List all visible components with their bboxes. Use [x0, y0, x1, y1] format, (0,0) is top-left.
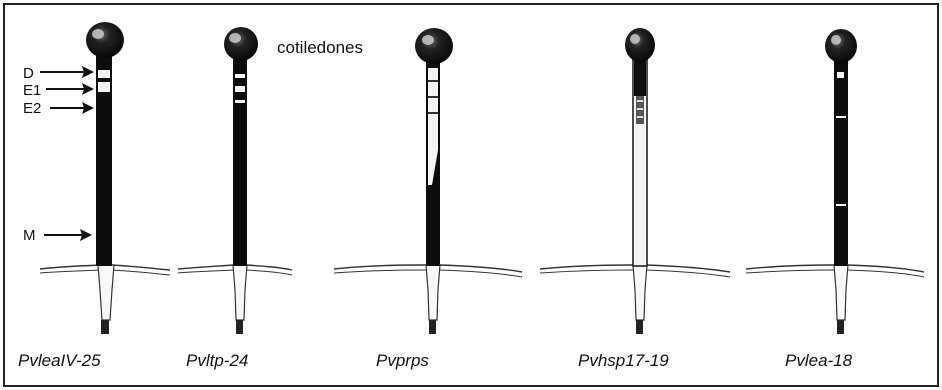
root-main: [233, 265, 247, 320]
seedling-name-pvleaiv-25: PvleaIV-25: [18, 351, 101, 370]
stipple: [637, 108, 643, 110]
cotyledon-highlight: [92, 29, 104, 39]
root-tip: [236, 320, 243, 334]
cotyledon-highlight: [229, 33, 241, 43]
band: [235, 100, 245, 103]
seedling-pvleaiv-25: [40, 22, 170, 334]
seedling-name-pvprps: Pvprps: [376, 351, 429, 370]
stipple: [637, 100, 643, 102]
stipple: [637, 116, 643, 118]
seedling-name-pvltp-24: Pvltp-24: [186, 351, 248, 370]
mark: [837, 72, 844, 78]
marker-e1-label: E1: [23, 82, 41, 99]
root-tip: [636, 320, 643, 334]
root-tip: [837, 320, 844, 334]
seedling-pvltp-24: [178, 27, 292, 334]
root-tip: [429, 320, 436, 334]
band-d: [98, 70, 110, 78]
band: [235, 86, 245, 92]
band-e1: [98, 82, 110, 92]
seedling-name-pvhsp17-19: Pvhsp17-19: [578, 351, 669, 370]
band-line: [428, 112, 438, 114]
cotyledon: [415, 28, 453, 64]
marker-d-label: D: [23, 65, 34, 82]
band-line: [428, 96, 438, 98]
marker-e2: E2: [23, 100, 94, 117]
mark: [836, 116, 846, 118]
hypocotyl: [834, 56, 848, 266]
cotyledons-annotation: cotiledones: [277, 38, 363, 57]
seedling-pvprps: [334, 28, 522, 334]
seedling-pvhsp17-19: [540, 28, 730, 334]
cotyledon: [86, 22, 124, 58]
root-main: [834, 265, 848, 320]
band-line: [428, 80, 438, 82]
root-main: [426, 265, 440, 320]
marker-m-label: M: [23, 227, 36, 244]
cotyledon-highlight: [422, 35, 434, 45]
cotyledon: [825, 29, 857, 63]
root-main: [98, 265, 114, 320]
cotyledon: [224, 27, 258, 61]
seedling-name-pvlea-18: Pvlea-18: [785, 351, 853, 370]
root-tip: [101, 320, 109, 334]
root-main: [633, 265, 647, 320]
cotyledon: [625, 28, 655, 62]
band: [235, 74, 245, 78]
marker-e1: E1: [23, 82, 94, 99]
cotyledon-highlight: [831, 35, 841, 45]
marker-d: D: [23, 65, 94, 82]
seedling-pvlea-18: [746, 29, 924, 334]
figure-frame: [4, 4, 938, 386]
marker-e2-label: E2: [23, 100, 41, 117]
cotyledon-highlight: [630, 34, 640, 44]
marker-m: M: [23, 227, 92, 244]
mark: [836, 204, 846, 206]
